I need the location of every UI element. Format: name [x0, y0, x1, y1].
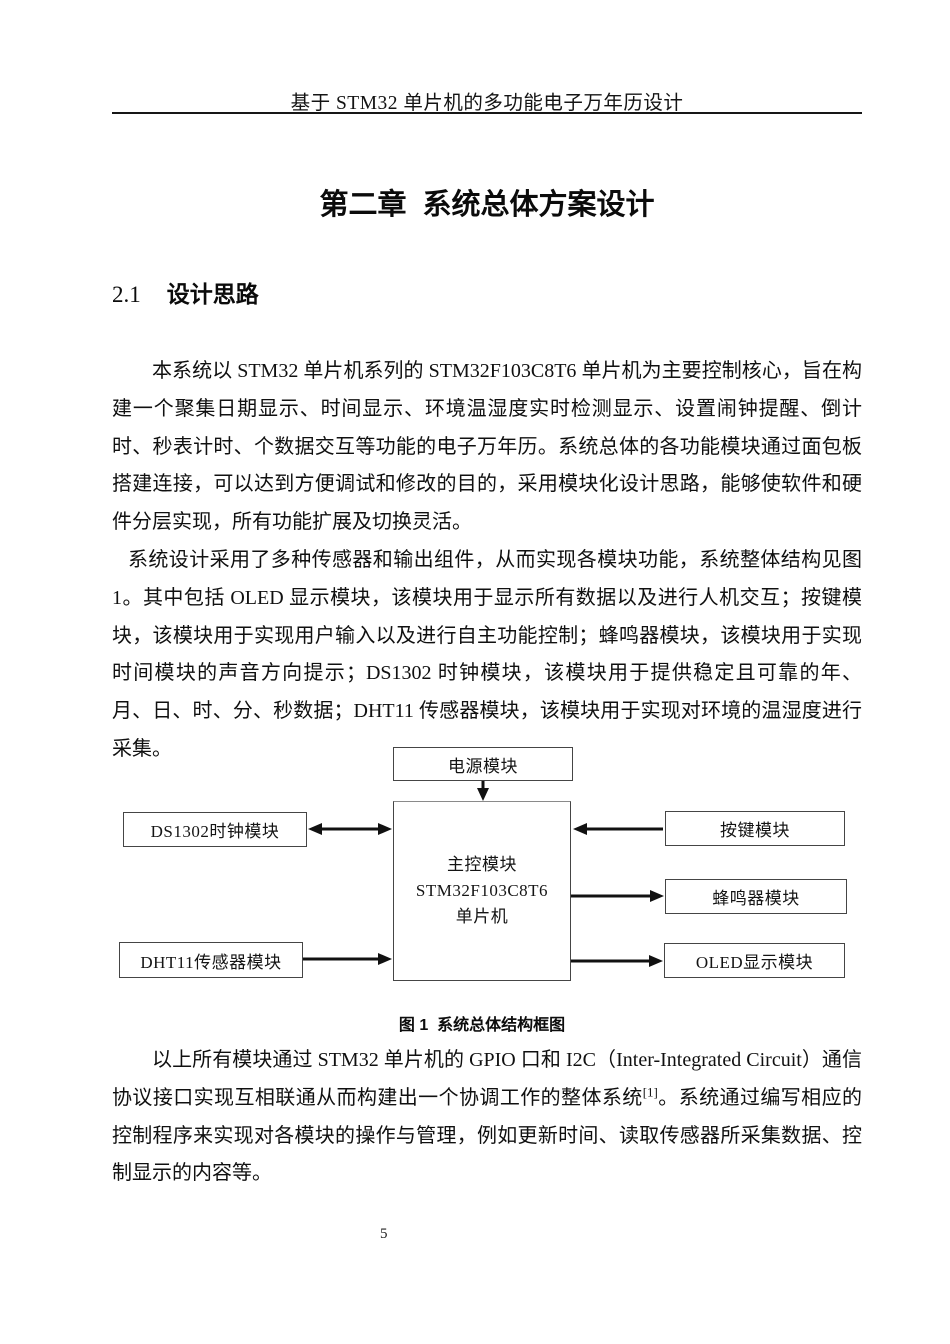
section-number: 2.1 — [112, 282, 141, 307]
figure-box-mcu-module: 主控模块 STM32F103C8T6 单片机 — [393, 801, 571, 981]
body-paragraphs: 本系统以 STM32 单片机系列的 STM32F103C8T6 单片机为主要控制… — [112, 353, 862, 769]
header-divider — [112, 112, 862, 115]
figure-box-ds1302-module: DS1302时钟模块 — [123, 812, 307, 847]
figure-caption: 图 1 系统总体结构框图 — [398, 1017, 566, 1034]
running-header: 基于 STM32 单片机的多功能电子万年历设计 — [290, 93, 684, 114]
figure-box-keys-module: 按键模块 — [665, 811, 845, 846]
paragraph-3-text-cont: 。系统通过编写相应的控制程序来实现对各模块的操作与管理，例如更新时间、读取传感器… — [112, 1086, 863, 1185]
figure-box-dht11-module: DHT11传感器模块 — [119, 942, 303, 978]
page-number: 5 — [380, 1226, 388, 1242]
body-paragraph-after-figure: 以上所有模块通过 STM32 单片机的 GPIO 口和 I2C（Inter-In… — [112, 1042, 862, 1193]
section-heading: 2.1 设计思路 — [112, 280, 862, 309]
paragraph-3-text: 以上所有模块通过 STM32 单片机的 GPIO 口和 I2C（Inter-In… — [112, 1049, 862, 1109]
mcu-label-line2: STM32F103C8T6 — [415, 881, 549, 900]
figure-connector-arrows — [303, 781, 664, 967]
paragraph-2: 系统设计采用了多种传感器和输出组件，从而实现各模块功能，系统整体结构见图 1。其… — [112, 548, 862, 760]
citation-ref-1: [1] — [642, 1084, 658, 1100]
paragraph-1: 本系统以 STM32 单片机系列的 STM32F103C8T6 单片机为主要控制… — [112, 360, 862, 534]
figure-box-oled-module: OLED显示模块 — [664, 943, 845, 978]
mcu-label-line1: 主控模块 — [447, 855, 517, 874]
figure-box-power-module: 电源模块 — [393, 747, 573, 781]
mcu-label-line3: 单片机 — [455, 907, 509, 926]
chapter-title: 第二章 系统总体方案设计 — [319, 189, 655, 221]
paragraph-3: 以上所有模块通过 STM32 单片机的 GPIO 口和 I2C（Inter-In… — [112, 1042, 862, 1193]
figure-box-buzzer-module: 蜂鸣器模块 — [665, 879, 847, 914]
section-title: 设计思路 — [166, 281, 259, 307]
